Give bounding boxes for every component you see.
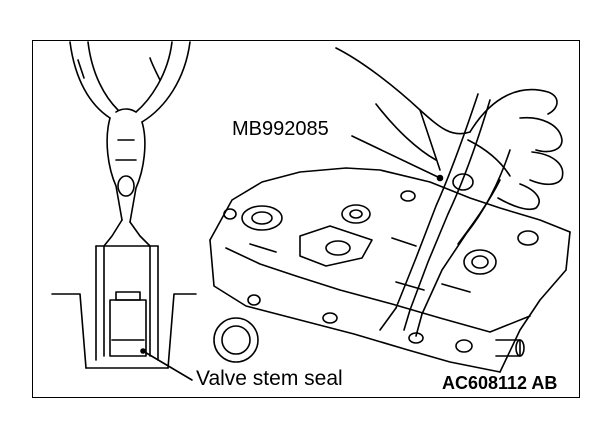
valve-stem-seal-label: Valve stem seal [196, 367, 343, 390]
tool-mb992085 [351, 93, 511, 337]
pliers-jaw-right [129, 121, 146, 223]
wrist-line [419, 109, 441, 171]
valve-stem-seal-shape [109, 299, 147, 357]
handle-grip-mark-left [77, 59, 85, 79]
cam-bore-inner [221, 325, 251, 355]
chamber-hole [325, 240, 351, 256]
pliers-pivot-pin [117, 175, 135, 197]
illustration-frame [32, 40, 580, 398]
pliers-closeup [51, 41, 197, 381]
jaw-tip-right [129, 221, 151, 357]
pliers-handle-right-inner [141, 41, 191, 123]
boss-2-hole [471, 255, 489, 269]
port-1-inner [251, 211, 273, 225]
tool-tips [379, 307, 423, 337]
pliers-handle-right-outer [135, 41, 173, 113]
head-section-left [51, 293, 87, 369]
boss-1 [341, 204, 371, 224]
boss-1-hole [349, 209, 363, 219]
tool-handle-1 [395, 93, 479, 309]
head-detail-lines [249, 237, 471, 293]
thumb [469, 88, 558, 133]
port-1 [241, 205, 283, 231]
finger-2 [529, 151, 564, 186]
head-section-right [167, 293, 197, 369]
head-front-edge [209, 239, 501, 373]
palm-line [467, 139, 511, 177]
bolt-hole-5 [455, 339, 473, 353]
tool-label: MB992085 [232, 118, 329, 140]
head-top-edge [209, 167, 571, 241]
jaw-outer-sides [95, 245, 159, 361]
pliers-jaw-left [106, 117, 123, 221]
tool-handle-1b [409, 99, 491, 311]
handle-grip-mark-right [149, 57, 161, 81]
cam-bore [213, 317, 259, 363]
pipe-fitting [495, 339, 521, 357]
tool-collar [395, 281, 425, 291]
pipe-end [515, 339, 525, 357]
bolt-hole-1 [223, 208, 237, 220]
tool-leader-line [351, 135, 441, 179]
head-right-edge [499, 231, 571, 373]
hand-top-edge [335, 47, 471, 135]
figure-code-label: AC608112 AB [442, 373, 558, 393]
bolt-hole-4 [400, 190, 416, 202]
bolt-hole-2 [247, 294, 261, 306]
boss-3 [517, 230, 539, 246]
bolt-hole-3 [322, 312, 338, 324]
jaw-tip-left [103, 219, 123, 357]
head-deck-line [225, 247, 531, 333]
seal-leader-line [142, 350, 193, 381]
finger-1 [519, 116, 563, 153]
finger-3 [497, 183, 540, 211]
head-chamber [299, 225, 373, 267]
hand [335, 47, 564, 211]
tool-handle-2b [457, 179, 501, 245]
boss-2 [463, 249, 497, 275]
cylinder-head [209, 167, 571, 373]
pliers-body-lines [115, 139, 137, 161]
pliers-handle-left-outer [69, 41, 111, 119]
pliers-pivot-top [115, 108, 137, 113]
valve-stem-seal-top [115, 291, 141, 301]
hand-lower-edge [375, 103, 437, 161]
tool-pivot [452, 173, 474, 191]
pliers-handle-left-inner [87, 41, 119, 111]
